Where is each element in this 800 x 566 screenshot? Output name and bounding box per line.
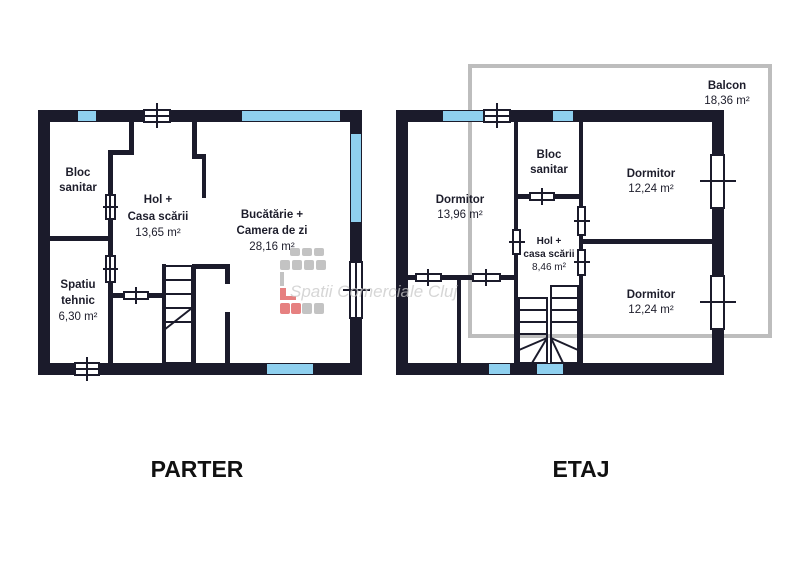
door-icon [103, 194, 118, 220]
stairs [163, 265, 193, 364]
door-icon [74, 357, 100, 381]
door-icon [343, 261, 370, 319]
etaj-labels: Balcon 18,36 m² Dormitor 13,96 m² Bloc s… [436, 80, 750, 316]
parter-doors [74, 103, 370, 381]
room-area: 12,24 m² [628, 304, 674, 316]
door-icon [700, 154, 736, 209]
door-icon [123, 287, 149, 304]
room-name: Camera de zi [237, 225, 308, 237]
room-name: Spatiu [60, 279, 95, 291]
room-name: Dormitor [436, 194, 485, 206]
window [443, 111, 483, 121]
balcony-outline [468, 64, 772, 338]
window [489, 364, 510, 374]
room-area: 13,96 m² [437, 209, 483, 221]
room-name: Dormitor [627, 289, 676, 301]
window [351, 134, 361, 222]
door-icon [529, 188, 555, 205]
room-name: Bucătărie + [241, 209, 304, 221]
door-icon [700, 275, 736, 330]
etaj-doors [415, 103, 736, 330]
door-icon [103, 255, 118, 283]
room-name: Hol + [537, 236, 562, 247]
room-name: tehnic [61, 295, 95, 307]
room-area: 6,30 m² [59, 311, 98, 323]
parter-labels: Bloc sanitar Hol + Casa scării 13,65 m² … [59, 167, 308, 323]
door-icon [415, 269, 442, 286]
room-area: 8,46 m² [532, 262, 567, 273]
parter-plan [38, 110, 362, 375]
door-icon [143, 103, 171, 128]
window [267, 364, 313, 374]
door-icon [574, 249, 590, 276]
room-name: sanitar [59, 182, 97, 194]
window [553, 111, 573, 121]
door-icon [574, 206, 590, 236]
room-area: 13,65 m² [135, 227, 181, 239]
watermark-text: Spatii Comerciale Cluj [290, 282, 458, 301]
parter-title: PARTER [151, 456, 244, 482]
watermark-logo: Spatii Comerciale Cluj [280, 248, 458, 314]
room-area: 18,36 m² [704, 95, 750, 107]
room-name: casa scării [523, 249, 574, 260]
room-name: Casa scării [128, 211, 189, 223]
room-name: Dormitor [627, 168, 676, 180]
window [242, 111, 340, 121]
room-name: Hol + [144, 194, 173, 206]
stairs [518, 285, 579, 364]
room-name: Bloc [66, 167, 92, 179]
room-name: sanitar [530, 164, 568, 176]
window [537, 364, 563, 374]
door-icon [509, 229, 525, 255]
etaj-title: ETAJ [552, 456, 609, 482]
door-icon [472, 269, 501, 286]
room-name: Balcon [708, 80, 746, 92]
room-area: 28,16 m² [249, 241, 295, 253]
window [78, 111, 96, 121]
room-area: 12,24 m² [628, 183, 674, 195]
room-name: Bloc [537, 149, 563, 161]
door-icon [483, 103, 511, 128]
